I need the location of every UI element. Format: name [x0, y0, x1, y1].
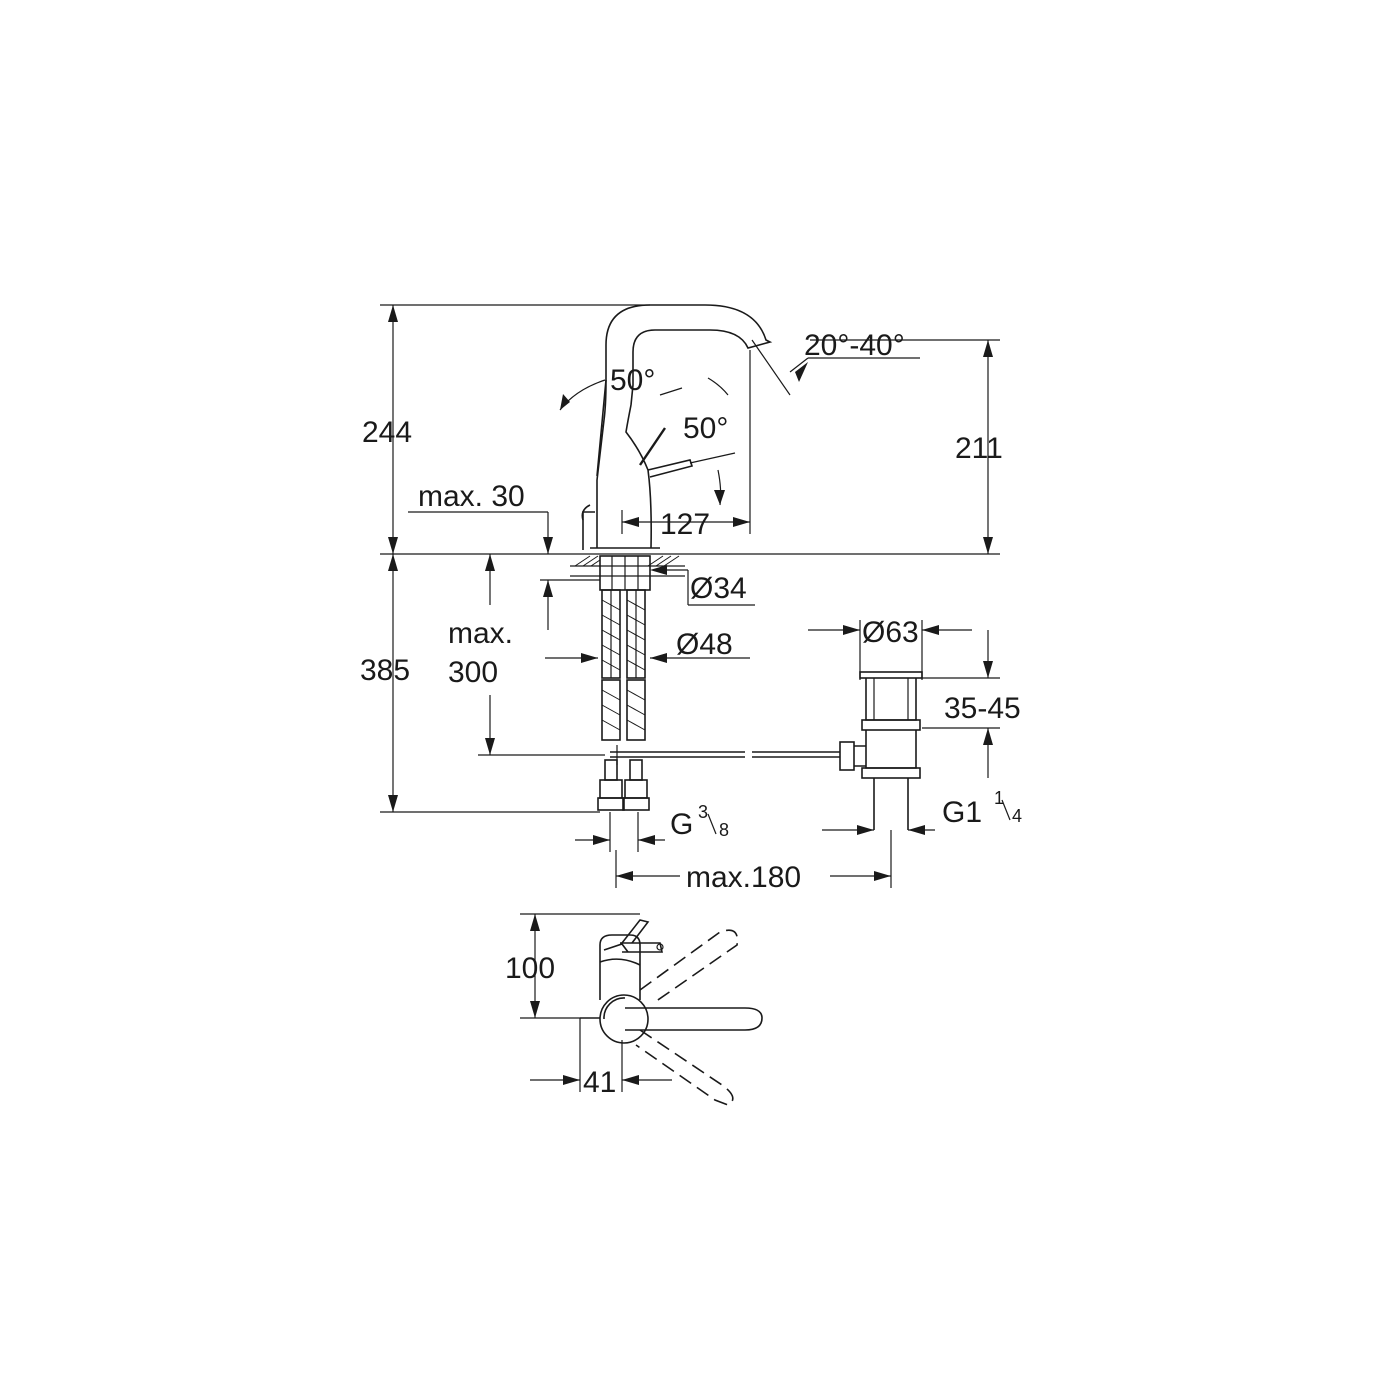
label-max-deck: max. 30 [418, 480, 525, 513]
label-supply-thread-num: 3 [698, 802, 708, 822]
dim-spout-reach [621, 350, 751, 534]
label-top-view-offset: 41 [583, 1066, 616, 1099]
label-spout-height: 211 [955, 432, 1003, 465]
dim-waste-range [922, 630, 1000, 778]
dim-lever-angle-front [689, 377, 736, 506]
label-below-deck: 385 [360, 654, 410, 687]
faucet-top-view [580, 919, 763, 1106]
label-waste-thread-num: 1 [994, 788, 1004, 808]
label-max-distance: max.180 [686, 861, 801, 894]
dim-supply-thread [575, 812, 665, 852]
deck-hatch [570, 555, 685, 577]
dim-top-view-depth [520, 913, 640, 1019]
hose-connectors [597, 759, 650, 811]
label-hose-clearance: Ø48 [676, 628, 733, 661]
dim-total-height [380, 304, 650, 554]
label-supply-thread: G [670, 808, 693, 841]
label-hole-diameter: Ø34 [690, 572, 747, 605]
label-waste-diameter: Ø63 [862, 616, 919, 649]
supply-hoses [601, 589, 646, 741]
waste-thread-slash [1001, 799, 1011, 821]
label-spout-reach: 127 [660, 508, 710, 541]
dim-spout-angle [751, 339, 920, 396]
label-max-pull-rod-1: max. [448, 617, 513, 650]
dim-waste-thread [822, 825, 935, 835]
dim-hose-clearance [545, 653, 750, 663]
dim-waste-diameter [808, 620, 972, 680]
dim-hole-diameter [650, 565, 755, 606]
dim-max-distance [615, 830, 892, 888]
dim-spout-height [810, 339, 1000, 554]
dim-top-view-offset [530, 1018, 672, 1092]
label-top-view-depth: 100 [505, 952, 555, 985]
label-lever-angle-front: 50° [683, 412, 728, 445]
label-waste-range: 35-45 [944, 692, 1021, 725]
label-waste-thread-den: 4 [1012, 806, 1022, 826]
label-waste-thread: G1 [942, 796, 982, 829]
waste-assembly [839, 671, 923, 830]
dim-below-deck [380, 554, 600, 813]
label-spout-angle: 20°-40° [804, 329, 905, 362]
supply-thread-slash [707, 813, 717, 835]
label-total-height: 244 [362, 416, 412, 449]
dim-max-deck [408, 511, 600, 630]
dim-max-pull-rod [478, 554, 605, 756]
dim-lever-angle-back [559, 379, 683, 411]
label-lever-angle-back: 50° [610, 364, 655, 397]
lever-handle [639, 427, 666, 466]
pull-rod [610, 745, 840, 765]
label-supply-thread-den: 8 [719, 820, 729, 840]
label-max-pull-rod-2: 300 [448, 656, 498, 689]
